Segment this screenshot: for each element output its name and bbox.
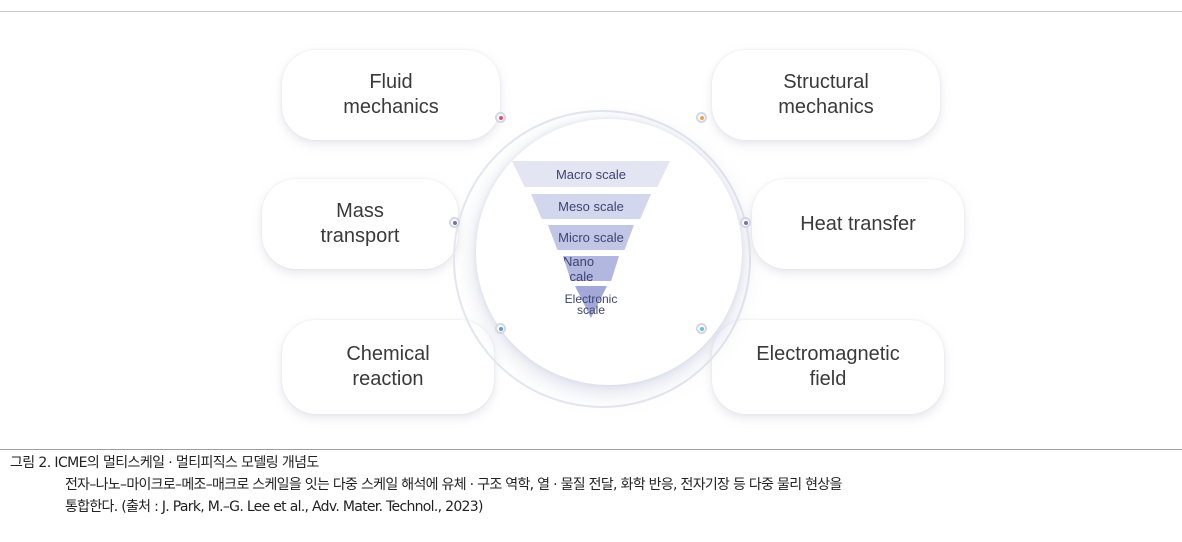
physics-label-mass-transport: Mass transport (320, 200, 400, 247)
bubble-structural-mechanics: Structural mechanics (712, 50, 940, 140)
top-divider (0, 11, 1182, 12)
caption-title: 그림 2. ICME의 멀티스케일 · 멀티피직스 모델링 개념도 (10, 455, 319, 471)
physics-label-structural-mechanics: Structural mechanics (778, 71, 874, 118)
bubble-heat-transfer: Heat transfer (752, 179, 964, 269)
figure-caption: 그림 2. ICME의 멀티스케일 · 멀티피직스 모델링 개념도 전자–나노–… (10, 452, 1175, 518)
physics-label-electromagnetic-field: Electromagnetic field (756, 343, 900, 390)
outer-ring (453, 110, 751, 408)
connector-dot-structural-mechanics (698, 114, 705, 121)
caption-line-1: 전자–나노–마이크로–메조–매크로 스케일을 잇는 다중 스케일 해석에 유체 … (65, 477, 842, 493)
connector-dot-mass-transport (451, 219, 458, 226)
bubble-fluid-mechanics: Fluid mechanics (282, 50, 500, 140)
center-disk (476, 119, 742, 385)
physics-label-fluid-mechanics: Fluid mechanics (343, 71, 439, 118)
connector-dot-fluid-mechanics (497, 114, 504, 121)
connector-dot-heat-transfer (742, 219, 749, 226)
connector-dot-chemical-reaction (497, 325, 504, 332)
bubble-chemical-reaction: Chemical reaction (282, 320, 494, 414)
physics-label-heat-transfer: Heat transfer (800, 212, 916, 235)
multiscale-multiphysics-diagram: Fluid mechanics Structural mechanics Mas… (0, 12, 1182, 449)
connector-dot-electromagnetic-field (698, 325, 705, 332)
bubble-mass-transport: Mass transport (262, 179, 458, 269)
caption-divider (0, 449, 1182, 450)
caption-line-2: 통합한다. (출처 : J. Park, M.–G. Lee et al., A… (65, 499, 483, 515)
bubble-electromagnetic-field: Electromagnetic field (712, 320, 944, 414)
physics-label-chemical-reaction: Chemical reaction (346, 343, 430, 390)
